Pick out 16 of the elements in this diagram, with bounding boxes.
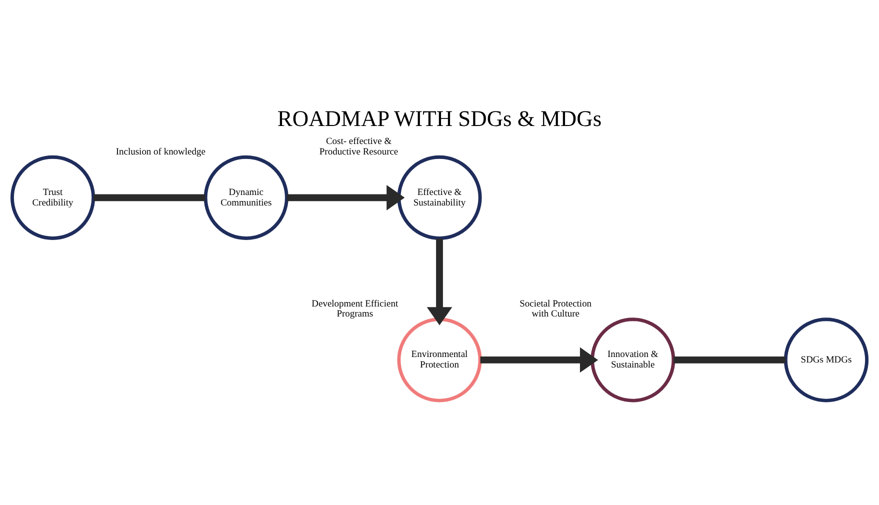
node-circle: Environmental Protection	[397, 318, 482, 402]
node-label: Cost- effective & Productive Resource	[319, 136, 398, 158]
arrow	[426, 238, 452, 326]
node-label: Societal Protection with Culture	[520, 299, 592, 320]
connector	[94, 194, 206, 202]
node-label: Development Efficient Programs	[312, 299, 398, 320]
diagram-title: ROADMAP WITH SDGs & MDGs	[277, 106, 602, 131]
node-circle: SDGs MDGs	[784, 318, 869, 402]
connector	[674, 356, 786, 364]
node-circle: Dynamic Communities	[204, 155, 288, 240]
arrow	[286, 185, 405, 210]
node-circle: Effective & Sustainability	[397, 155, 482, 240]
node-circle: Trust Credibility	[10, 155, 96, 240]
node-label: Inclusion of knowledge	[116, 147, 206, 158]
node-circle: Innovation & Sustainable	[590, 318, 676, 402]
arrow	[480, 347, 598, 373]
